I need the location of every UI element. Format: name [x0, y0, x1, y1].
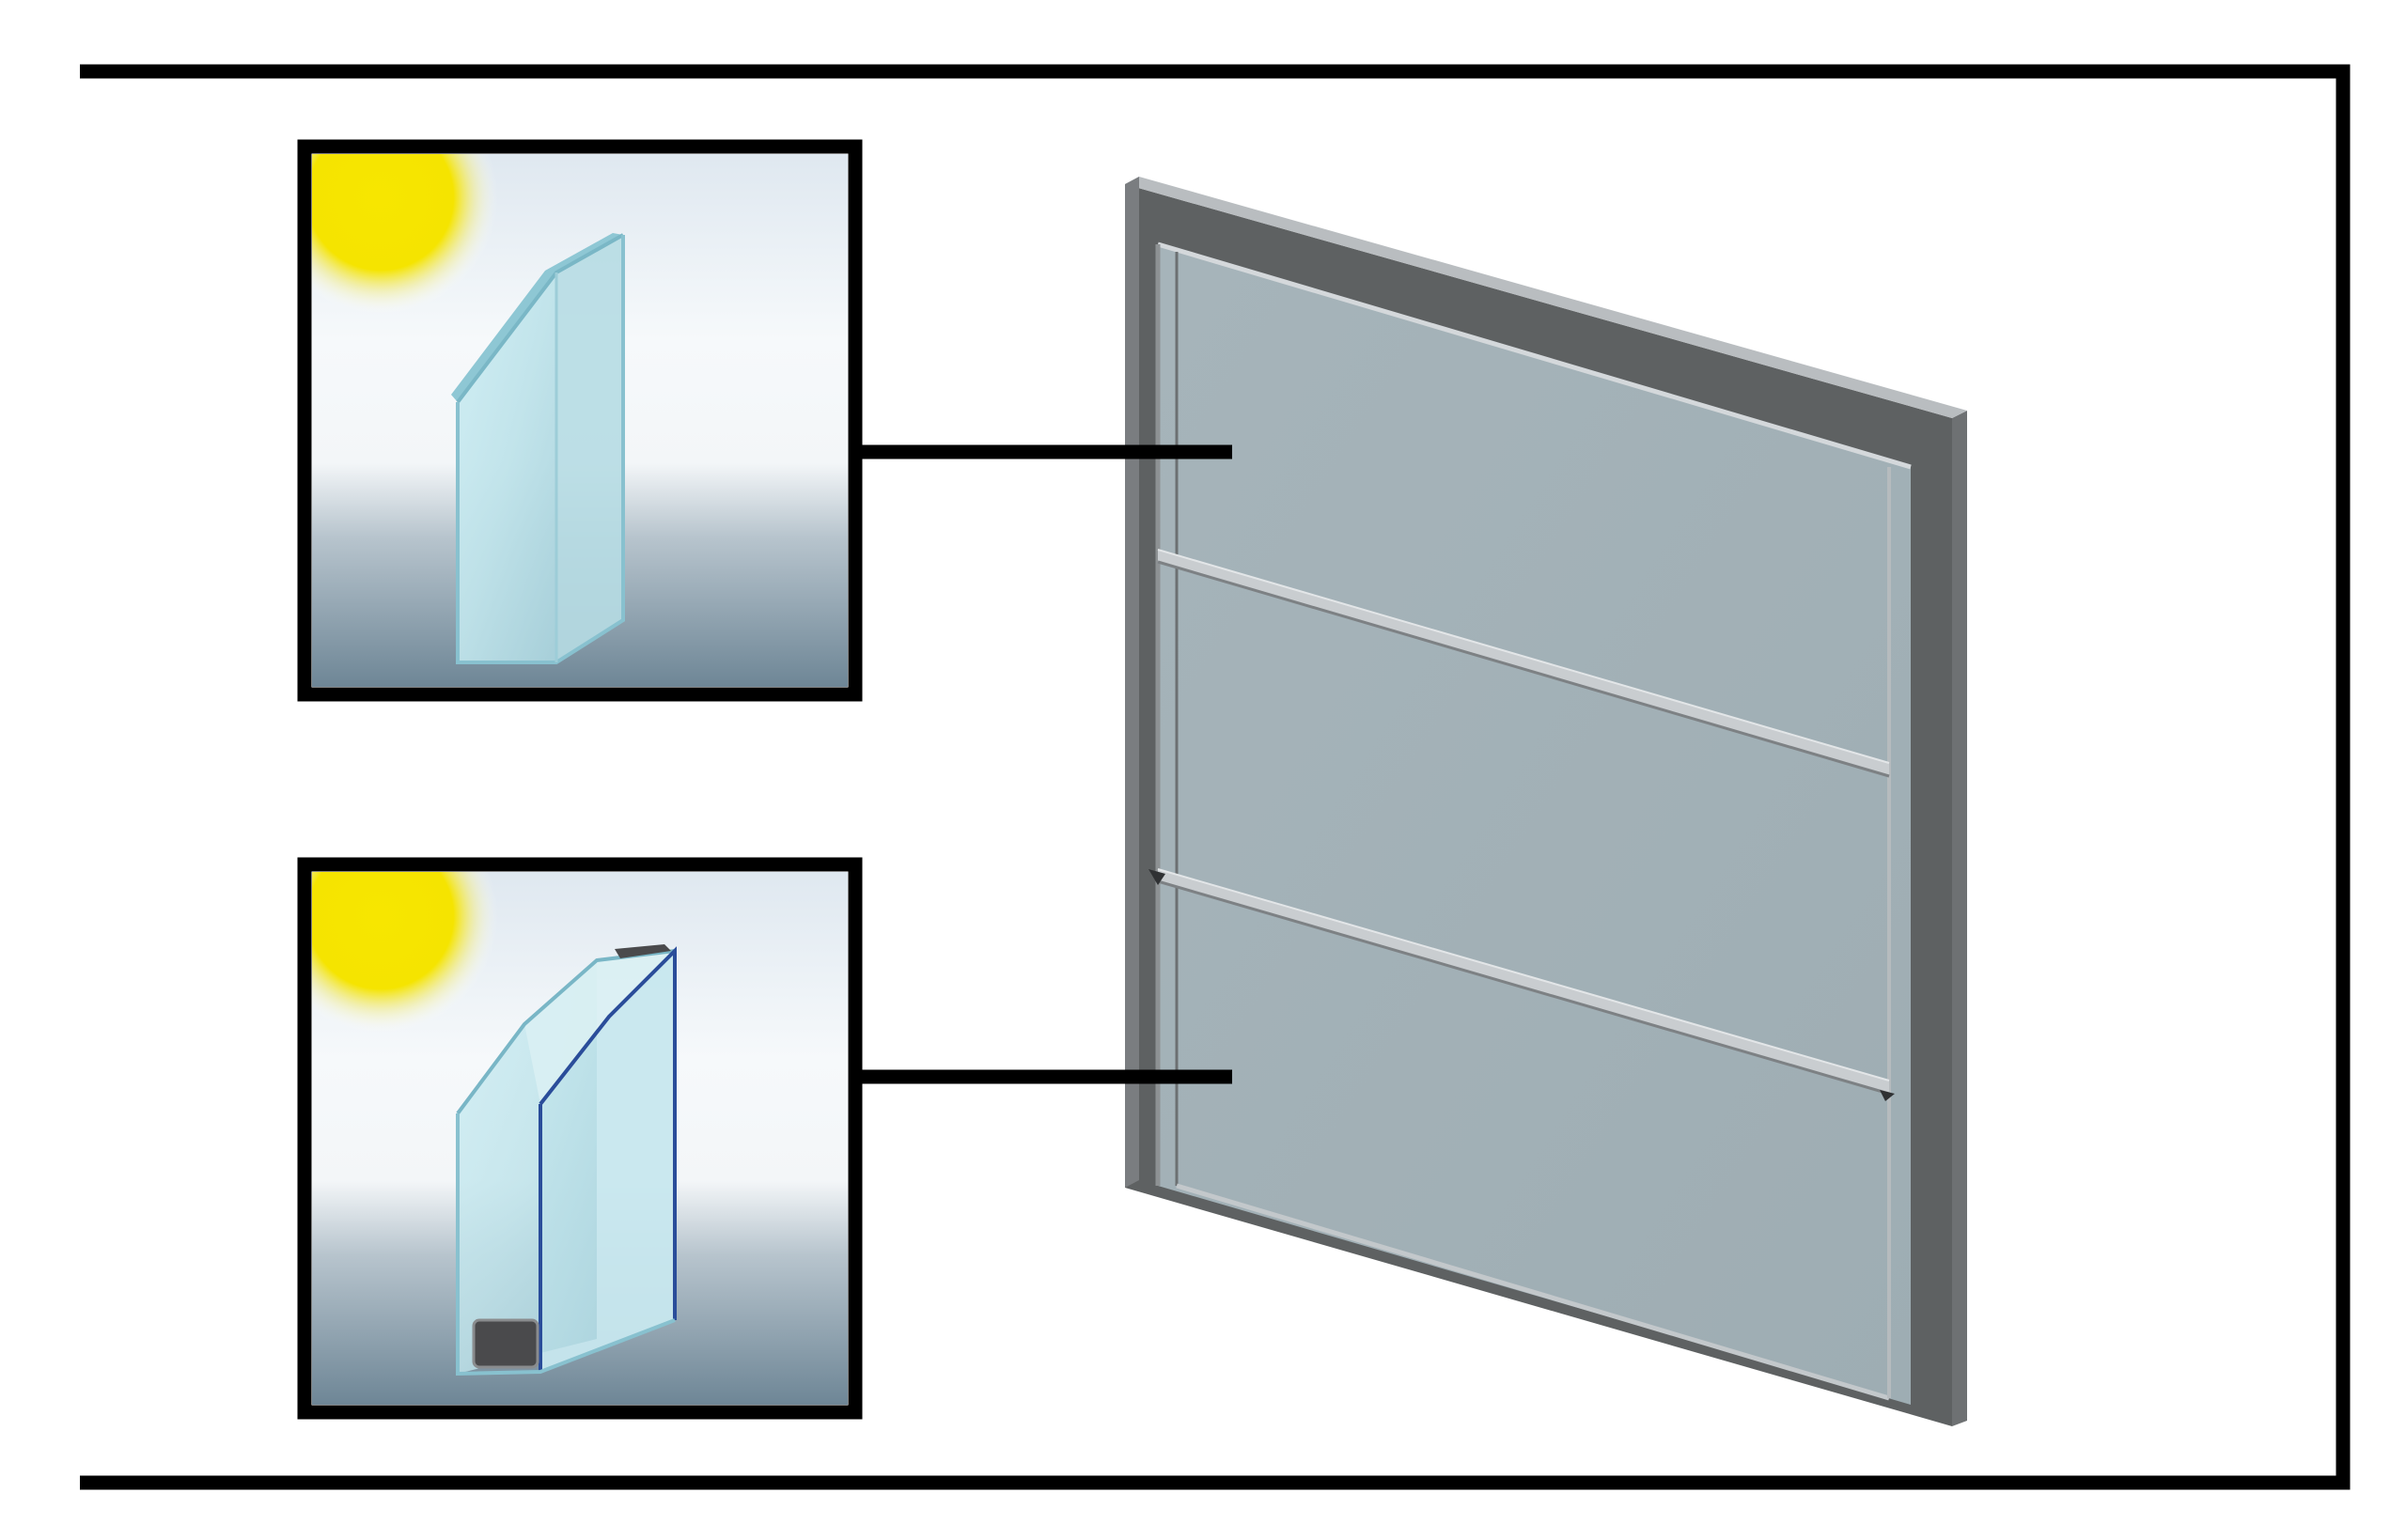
outer-border [80, 64, 2351, 1490]
inset-double-glazing [297, 857, 863, 1420]
sun-icon [312, 154, 498, 315]
inset-frame-top [297, 139, 863, 702]
sun-icon [312, 872, 498, 1034]
single-glass-pane-icon [451, 233, 625, 664]
spacer-bar-top [615, 944, 671, 958]
transom-bar-lower [1148, 868, 1895, 1101]
spacer-bar-bottom [472, 1318, 539, 1369]
inset-frame-bottom [297, 857, 863, 1420]
transom-bar-upper [1157, 549, 1890, 778]
double-glass-unit-icon [456, 944, 677, 1377]
glazed-window-frame [1125, 177, 1967, 1426]
inset-single-glazing [297, 139, 863, 702]
glass-area [1158, 244, 1911, 1405]
